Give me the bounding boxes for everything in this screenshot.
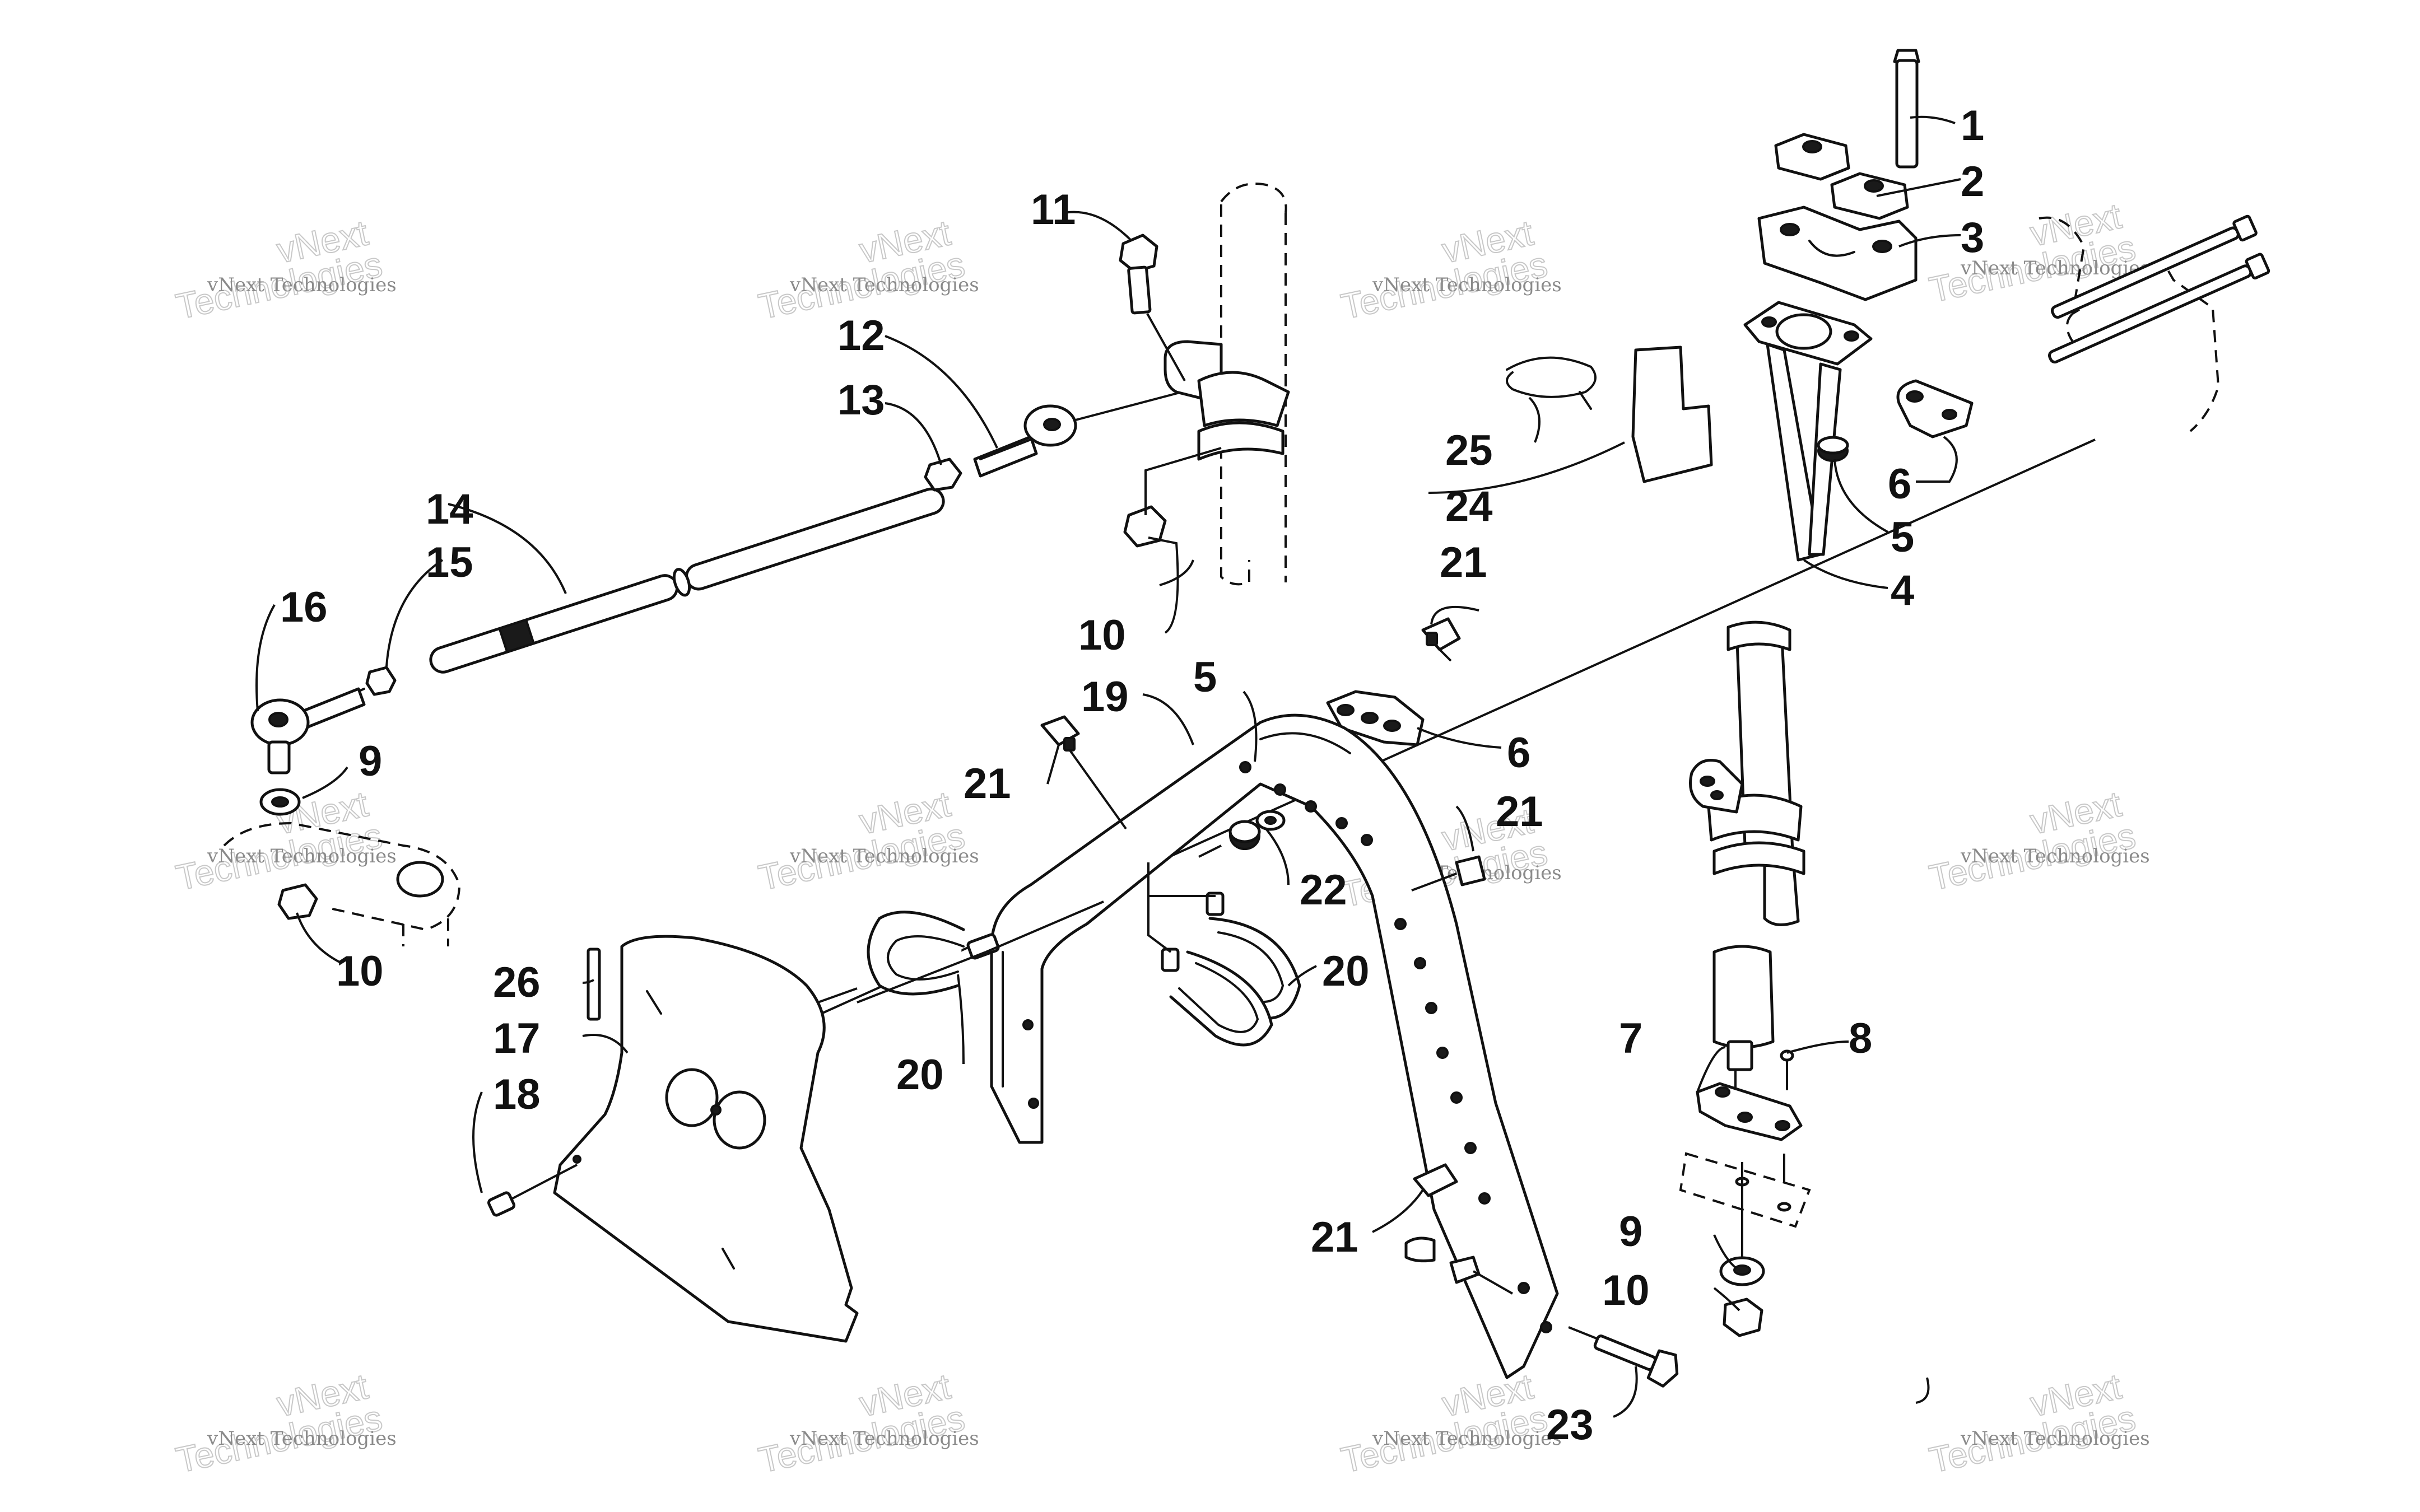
pivot-bolt — [1568, 1326, 1679, 1388]
callout-3: 3 — [1961, 214, 1984, 262]
callout-21-mid: 21 — [1496, 788, 1543, 836]
watermark-small: vNext Technologies — [1372, 274, 1562, 296]
callout-10-right: 10 — [1602, 1267, 1650, 1314]
steering-support-frame — [990, 713, 1559, 1379]
mount-bracket-center — [1326, 690, 1425, 746]
watermark-small: vNext Technologies — [1960, 1427, 2150, 1450]
watermark: vNext Technologies vNext Technologies — [1925, 783, 2150, 898]
callout-12: 12 — [837, 312, 885, 360]
nut-and-washer-center — [1198, 810, 1286, 858]
callout-1: 1 — [1961, 102, 1984, 150]
watermark: vNext Technologies vNext Technologies — [172, 1365, 397, 1481]
callout-19: 19 — [1081, 673, 1129, 721]
watermark: vNext Technologies vNext Technologies — [755, 212, 979, 327]
watermark-small: vNext Technologies — [207, 1427, 397, 1450]
jam-nut-right — [924, 458, 962, 492]
watermark: vNext Technologies vNext Technologies — [1337, 212, 1562, 327]
callouts: 1 2 3 4 5 5 6 6 7 8 9 9 10 10 10 11 12 1… — [280, 102, 1984, 1449]
long-bolt — [2050, 214, 2258, 319]
callout-9-right: 9 — [1619, 1208, 1642, 1256]
u-bolt-left — [857, 900, 1104, 1004]
callout-17: 17 — [493, 1015, 541, 1062]
jam-nut — [365, 666, 397, 696]
watermark-small: vNext Technologies — [789, 845, 979, 867]
callout-20-left: 20 — [896, 1051, 944, 1099]
callout-26: 26 — [493, 959, 541, 1006]
u-bolts-center — [1147, 862, 1301, 1047]
watermark-small: vNext Technologies — [1960, 257, 2150, 279]
bolt — [1893, 49, 1920, 169]
watermark: vNext Technologies vNext Technologies — [172, 212, 397, 327]
callout-11: 11 — [1031, 186, 1076, 234]
callout-16: 16 — [280, 584, 328, 631]
long-bolt — [2047, 253, 2270, 364]
callout-20-right: 20 — [1322, 948, 1370, 995]
watermark-small: vNext Technologies — [789, 1427, 979, 1450]
callout-21-upper: 21 — [1440, 539, 1487, 586]
callout-7: 7 — [1619, 1015, 1642, 1062]
handlebar-shield — [487, 935, 859, 1343]
watermark: vNext Technologies vNext Technologies — [755, 1365, 979, 1481]
upper-column-tube — [1119, 183, 1290, 586]
callout-4: 4 — [1891, 567, 1914, 614]
callout-2: 2 — [1961, 158, 1984, 206]
mount-bracket-upper — [1896, 379, 1974, 438]
grease-fitting-upper — [1421, 617, 1461, 662]
callout-22: 22 — [1300, 866, 1347, 914]
callout-14: 14 — [426, 486, 473, 533]
callout-9-left: 9 — [359, 738, 382, 785]
grease-fitting-left — [1040, 715, 1127, 830]
callout-6-center: 6 — [1507, 729, 1530, 777]
foam-pad — [1631, 346, 1713, 483]
hose-clamp — [1506, 356, 1597, 410]
callout-10-left: 10 — [336, 948, 384, 995]
callout-25: 25 — [1445, 427, 1493, 474]
tie-rod-end-left — [250, 687, 366, 774]
frame-section-right — [2039, 214, 2270, 432]
callout-10-upper: 10 — [1078, 612, 1126, 659]
pitman-arm-left — [223, 788, 461, 946]
callout-21-left: 21 — [964, 760, 1011, 808]
callout-24: 24 — [1445, 483, 1493, 530]
watermark-small: vNext Technologies — [207, 845, 397, 867]
callout-5-right: 5 — [1891, 514, 1914, 561]
steering-column — [1679, 49, 1920, 1337]
tie-rod-end-right — [973, 404, 1077, 478]
callout-8: 8 — [1849, 1015, 1872, 1062]
tie-rod — [429, 487, 945, 674]
callout-23: 23 — [1546, 1401, 1594, 1449]
callout-5-center: 5 — [1193, 654, 1217, 701]
watermark-small: vNext Technologies — [1372, 1427, 1562, 1450]
callout-18: 18 — [493, 1071, 541, 1118]
leader-lines — [255, 115, 1961, 1418]
watermark: vNext Technologies vNext Technologies — [755, 783, 979, 898]
callout-6-right: 6 — [1888, 460, 1911, 508]
callout-15: 15 — [426, 539, 473, 586]
callout-13: 13 — [837, 376, 885, 424]
callout-21-lower: 21 — [1311, 1214, 1358, 1261]
tie-rod-assembly — [250, 391, 1183, 774]
watermark: vNext Technologies vNext Technologies — [1337, 1365, 1562, 1481]
watermark-small: vNext Technologies — [207, 274, 397, 296]
watermark: vNext Technologies vNext Technologies — [1925, 1365, 2150, 1481]
grease-fitting-lower — [1404, 1163, 1513, 1295]
watermark-small: vNext Technologies — [789, 274, 979, 296]
watermark-small: vNext Technologies — [1960, 845, 2150, 867]
grease-fitting-mid-right — [1411, 855, 1486, 892]
